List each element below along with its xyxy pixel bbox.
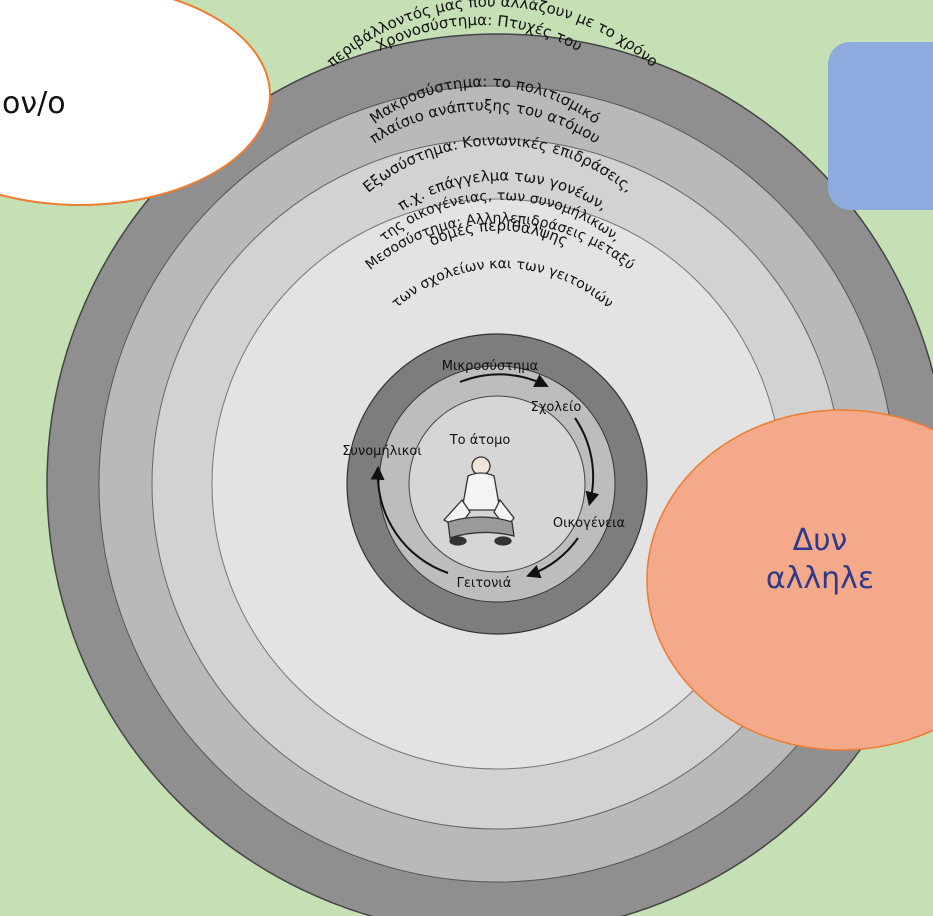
micro-arrow-1 <box>459 373 549 387</box>
center-label: Το άτομο <box>449 433 511 448</box>
microsystem-label: Μικροσύστημα <box>442 359 538 374</box>
right-callout-bubble <box>646 409 933 751</box>
micro-item-neighborhood: Γειτονιά <box>457 576 512 591</box>
left-callout-text: ον/ο <box>2 85 66 123</box>
left-callout-line: ον/ο <box>2 86 66 121</box>
micro-arrow-4 <box>370 465 449 574</box>
micro-item-school: Σχολείο <box>531 400 582 415</box>
person-illustration <box>442 456 515 546</box>
micro-arrow-3 <box>526 537 579 579</box>
micro-item-peers: Συνομήλικοι <box>342 444 422 459</box>
center-circle <box>408 395 586 573</box>
left-callout-bubble <box>0 0 271 206</box>
right-callout-line-1: Δυν <box>792 523 848 558</box>
micro-item-family: Οικογένεια <box>553 516 625 531</box>
micro-arrow-2 <box>574 417 600 507</box>
right-callout-text: Δυν αλληλε <box>650 522 933 598</box>
right-callout-line-2: αλληλε <box>765 561 875 596</box>
blue-note-box <box>828 42 933 210</box>
